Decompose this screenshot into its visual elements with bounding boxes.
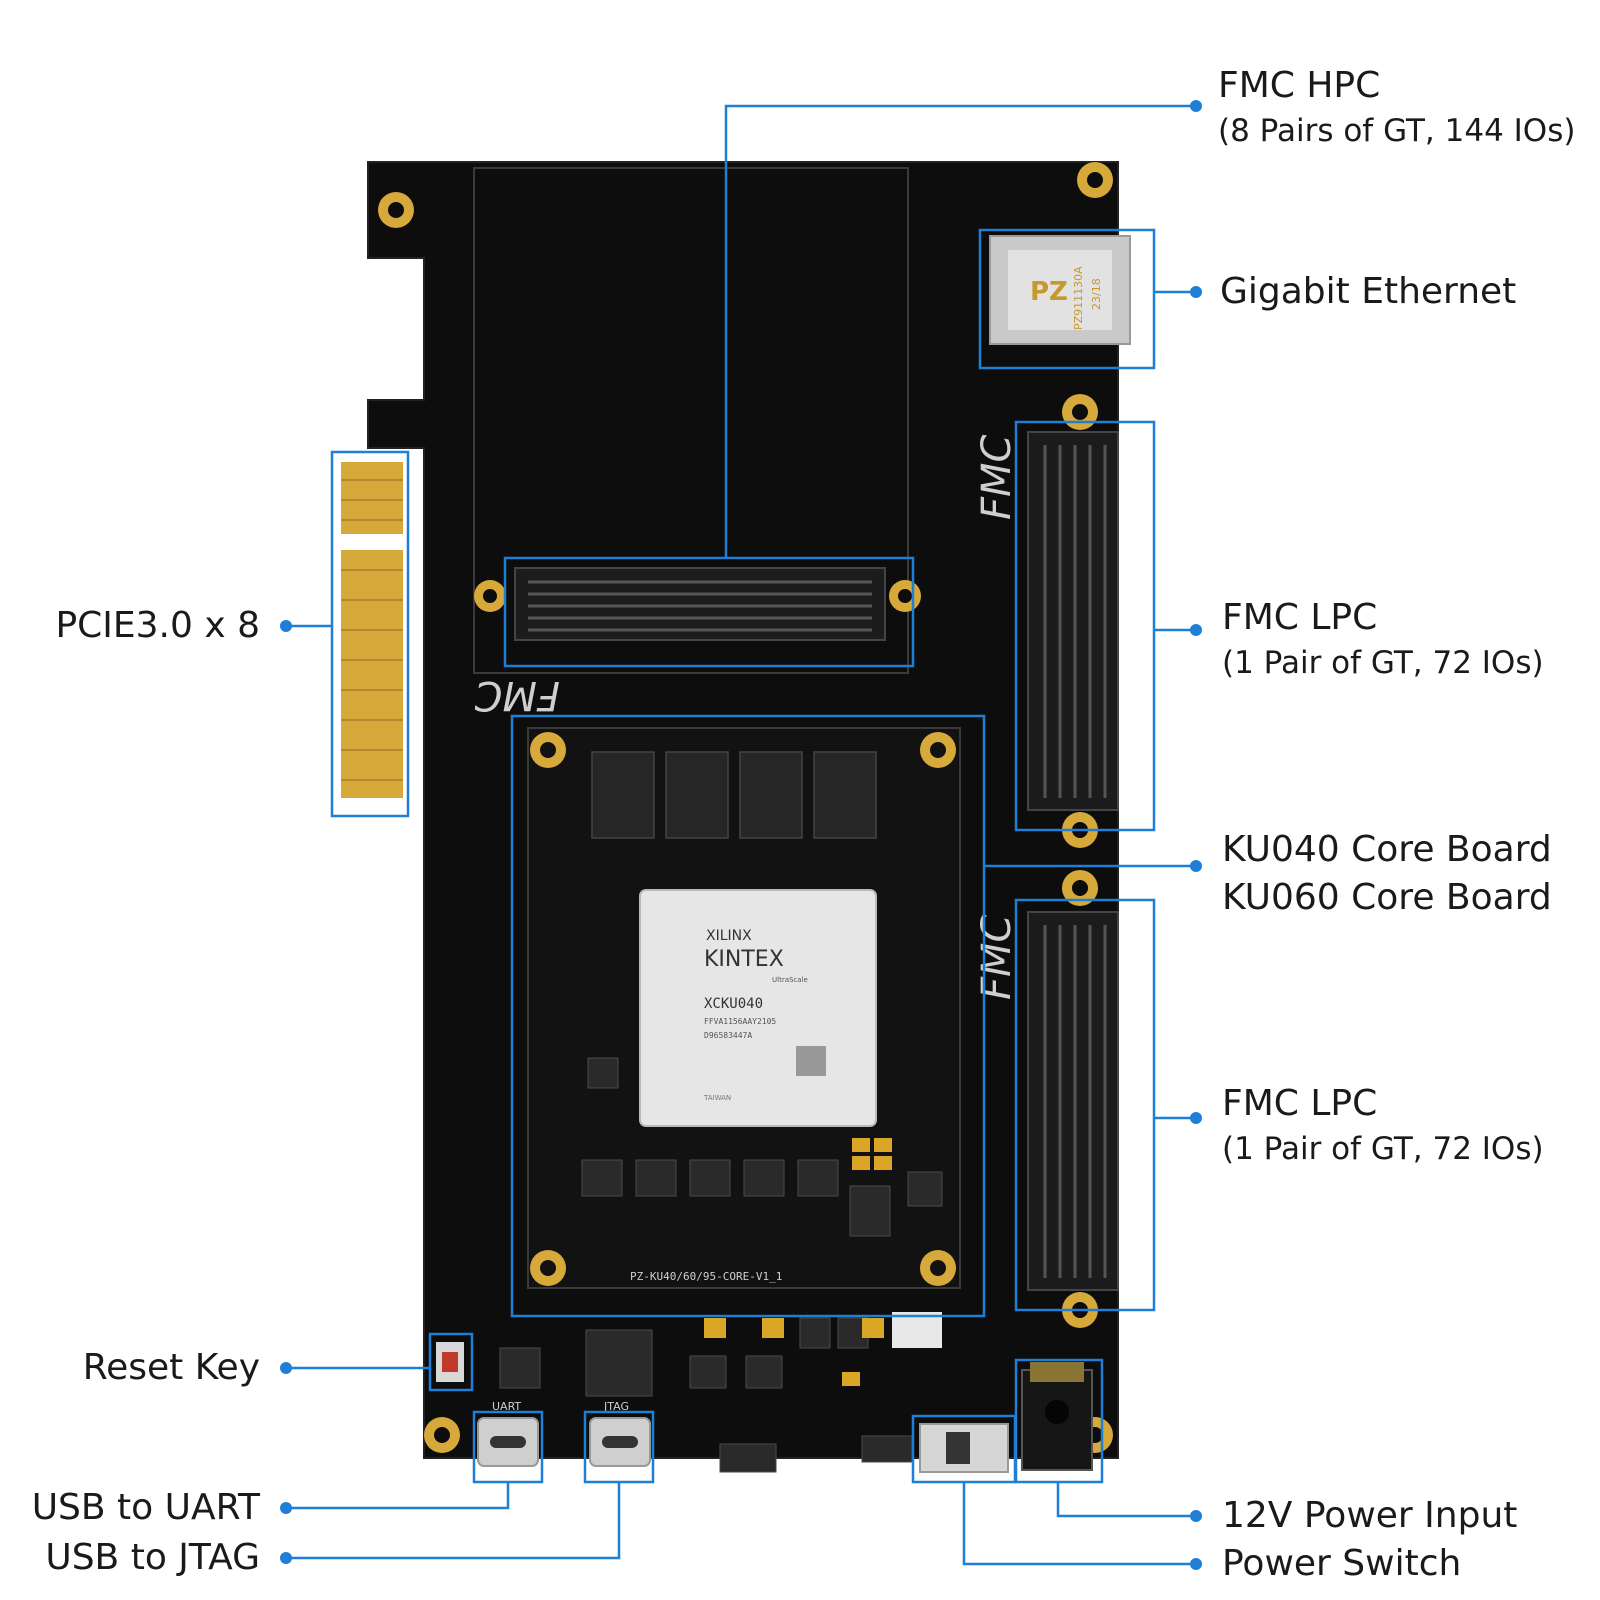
label-fmc-hpc: FMC HPC (8 Pairs of GT, 144 IOs)	[1218, 66, 1575, 148]
leader-uart	[286, 1482, 510, 1510]
callout-box-pcie	[330, 450, 410, 818]
label-fmc-lpc-1: FMC LPC (1 Pair of GT, 72 IOs)	[1222, 598, 1544, 680]
fmc-logo-side-2: FMC	[974, 914, 1020, 1000]
rj45-connector: PZ PZ911130A 23/18	[989, 235, 1131, 345]
fmc-hpc-connector	[514, 567, 886, 641]
label-core-board: KU040 Core Board KU060 Core Board	[1222, 830, 1552, 917]
leader-jtag	[286, 1482, 621, 1560]
label-fmc-lpc-2-title: FMC LPC	[1222, 1083, 1378, 1124]
label-ethernet: Gigabit Ethernet	[1220, 272, 1516, 312]
fpga-code1: FFVA1156AAY2105	[704, 1017, 776, 1026]
dc-jack	[1021, 1362, 1093, 1471]
callout-box-fmc-hpc	[503, 556, 915, 668]
fpga-vendor: XILINX	[706, 928, 752, 944]
callout-box-ethernet	[978, 228, 1156, 370]
dot-pcie	[280, 620, 292, 632]
fmc-lpc-connector-1	[1027, 431, 1119, 811]
ddr-chips	[591, 751, 877, 839]
core-board: XILINX KINTEX UltraScale XCKU040 FFVA115…	[527, 727, 961, 1289]
callout-box-fmc-lpc-1	[1014, 420, 1156, 832]
dot-core	[1190, 860, 1202, 872]
leader-power-switch	[962, 1482, 1196, 1566]
core-caps	[852, 1138, 892, 1170]
label-jtag-title: USB to JTAG	[45, 1537, 260, 1578]
fmc-logo-side-1: FMC	[974, 434, 1020, 520]
label-power-input-title: 12V Power Input	[1222, 1495, 1518, 1536]
bottom-header	[892, 1312, 942, 1348]
label-reset: Reset Key	[83, 1348, 260, 1388]
module-outline	[473, 167, 909, 674]
usb-uart-port: UART	[477, 1400, 539, 1467]
dot-uart	[280, 1502, 292, 1514]
core-pcb-name: PZ-KU40/60/95-CORE-V1_1	[630, 1270, 782, 1283]
label-power-input: 12V Power Input	[1222, 1496, 1517, 1536]
label-uart-title: USB to UART	[31, 1487, 260, 1528]
dot-ethernet	[1190, 286, 1202, 298]
dot-power-input	[1190, 1510, 1202, 1522]
fpga-code2: D96583447A	[704, 1031, 752, 1040]
label-core-line2: KU060 Core Board	[1222, 876, 1552, 918]
dot-reset	[280, 1362, 292, 1374]
dot-jtag	[280, 1552, 292, 1564]
fpga-family: KINTEX	[704, 947, 784, 972]
dot-fmc-lpc-1	[1190, 624, 1202, 636]
bottom-ics	[499, 1317, 913, 1473]
label-fmc-lpc-2-detail: (1 Pair of GT, 72 IOs)	[1222, 1130, 1544, 1167]
label-uart: USB to UART	[32, 1488, 260, 1528]
label-pcie-title: PCIE3.0 x 8	[55, 605, 260, 646]
jtag-silk: JTAG	[603, 1400, 629, 1413]
label-power-switch-title: Power Switch	[1222, 1543, 1462, 1584]
leader-power-input	[1056, 1482, 1196, 1518]
dot-power-switch	[1190, 1558, 1202, 1570]
dot-fmc-hpc	[1190, 100, 1202, 112]
callout-box-fmc-lpc-2	[1014, 898, 1156, 1312]
rj45-date: 23/18	[1090, 278, 1103, 310]
pcie-gold-finger	[341, 462, 403, 798]
dot-fmc-lpc-2	[1190, 1112, 1202, 1124]
label-fmc-lpc-1-detail: (1 Pair of GT, 72 IOs)	[1222, 644, 1544, 681]
fpga-part: XCKU040	[704, 996, 763, 1012]
uart-silk: UART	[492, 1400, 521, 1413]
label-ethernet-title: Gigabit Ethernet	[1220, 271, 1517, 312]
rj45-code: PZ911130A	[1072, 266, 1085, 330]
callout-box-reset	[428, 1332, 474, 1392]
fmc-lpc-connector-2	[1027, 911, 1119, 1291]
label-pcie: PCIE3.0 x 8	[55, 606, 260, 646]
fpga-origin: TAIWAN	[703, 1094, 731, 1102]
label-reset-title: Reset Key	[82, 1347, 260, 1388]
fpga-series: UltraScale	[772, 976, 808, 984]
label-fmc-lpc-2: FMC LPC (1 Pair of GT, 72 IOs)	[1222, 1084, 1544, 1166]
label-fmc-lpc-1-title: FMC LPC	[1222, 597, 1378, 638]
bottom-caps	[704, 1318, 884, 1386]
fpga-chip: XILINX KINTEX UltraScale XCKU040 FFVA115…	[639, 889, 877, 1127]
label-fmc-hpc-detail: (8 Pairs of GT, 144 IOs)	[1218, 112, 1576, 149]
fmc-logo-bottom: FMC	[474, 672, 560, 718]
reset-button	[436, 1342, 464, 1382]
leader-fmc-hpc	[724, 104, 1196, 558]
usb-jtag-port: JTAG	[589, 1400, 651, 1467]
power-switch-part	[919, 1423, 1009, 1473]
label-core-line1: KU040 Core Board	[1222, 829, 1552, 870]
core-components	[581, 1057, 943, 1237]
label-fmc-hpc-title: FMC HPC	[1218, 65, 1381, 106]
fpga-qr	[796, 1046, 826, 1076]
label-jtag: USB to JTAG	[45, 1538, 260, 1578]
rj45-mark: PZ	[1030, 277, 1068, 307]
callout-box-core	[510, 714, 986, 1318]
label-power-switch: Power Switch	[1222, 1544, 1461, 1584]
